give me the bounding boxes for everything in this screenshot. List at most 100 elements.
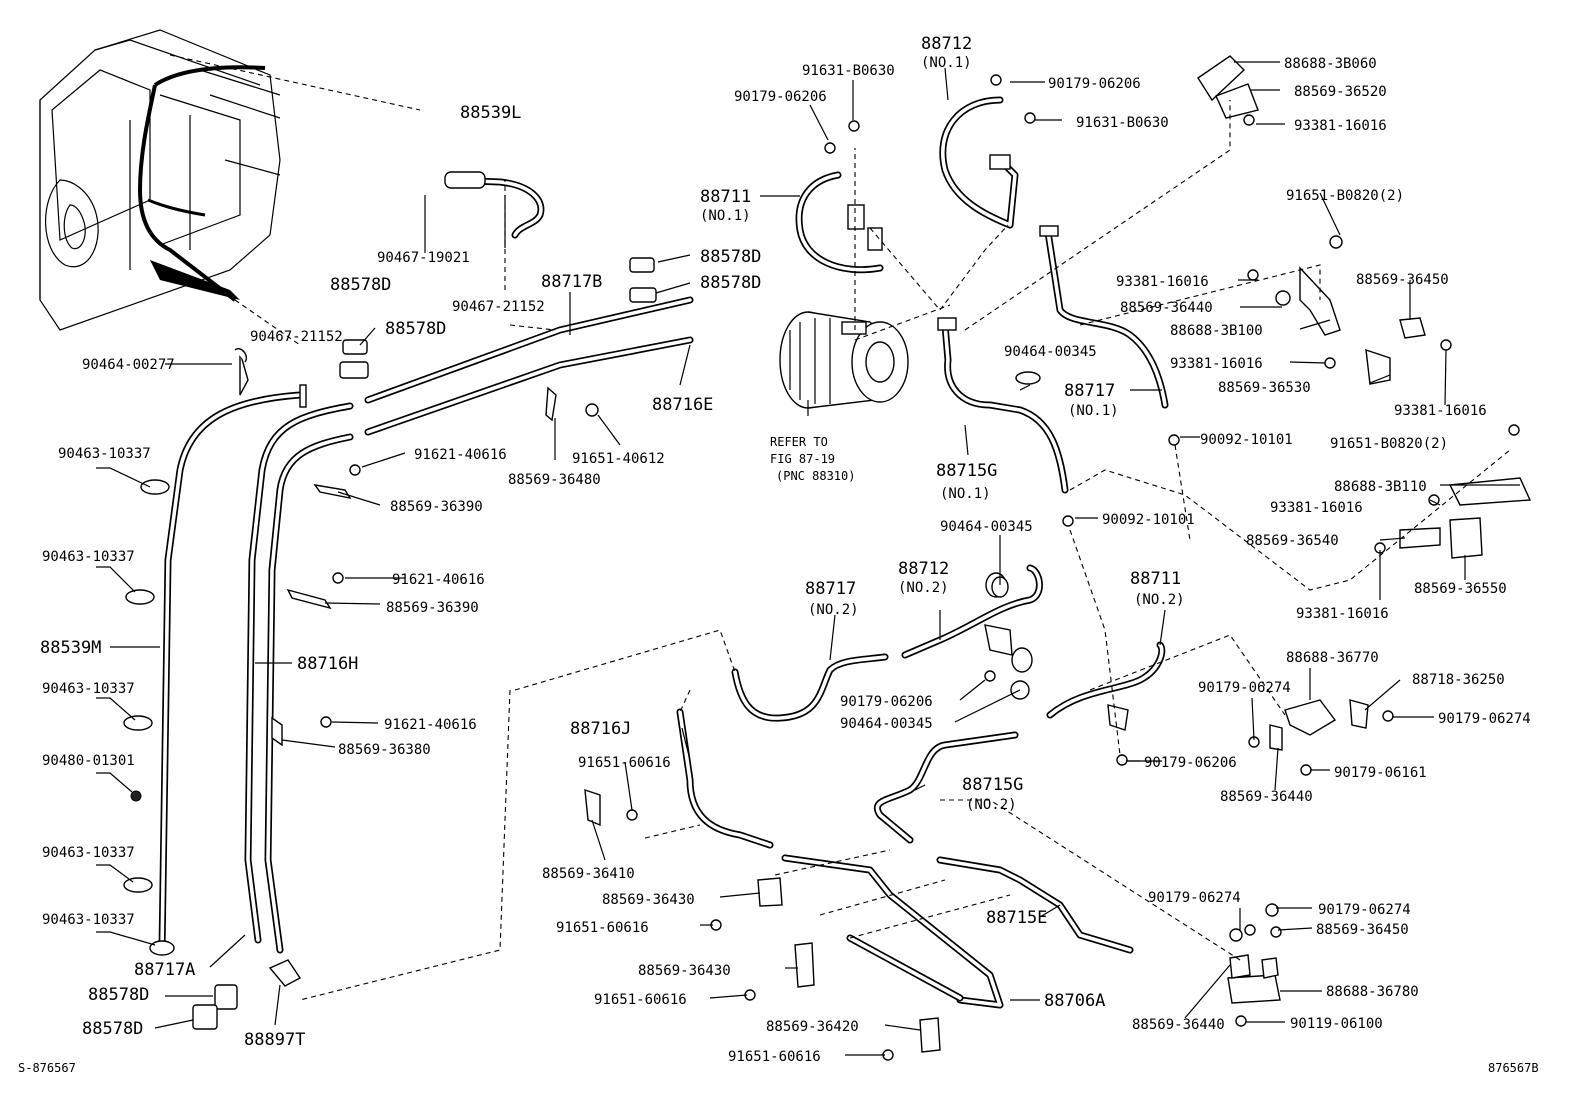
- hose-88706A[interactable]: [781, 854, 1004, 1009]
- label-90463-10337: 90463-10337: [42, 549, 135, 565]
- label-88712-no2: 88712: [898, 559, 949, 579]
- label-90179-06274: 90179-06274: [1148, 890, 1241, 906]
- refer-note-line2: FIG 87-19: [770, 452, 835, 466]
- hose-88539M[interactable]: [158, 391, 304, 954]
- label-88715E: 88715E: [986, 908, 1047, 928]
- label-88717-no1: 88717: [1064, 381, 1115, 401]
- label-90179-06206: 90179-06206: [840, 694, 933, 710]
- label-90179-06274: 90179-06274: [1438, 711, 1531, 727]
- label-88688-3B100: 88688-3B100: [1170, 323, 1263, 339]
- label-93381-16016: 93381-16016: [1296, 606, 1389, 622]
- footer-right-code: 876567B: [1488, 1061, 1539, 1075]
- label-90464-00345: 90464-00345: [1004, 344, 1097, 360]
- label-88717-no2: 88717: [805, 579, 856, 599]
- label-88578D: 88578D: [82, 1019, 143, 1039]
- label-88569-36520: 88569-36520: [1294, 84, 1387, 100]
- hose-88715G-no1[interactable]: [937, 317, 1069, 494]
- label-88716H: 88716H: [297, 654, 358, 674]
- label-90463-10337: 90463-10337: [42, 681, 135, 697]
- hose-88716H[interactable]: [244, 402, 354, 944]
- label-90179-06206: 90179-06206: [1048, 76, 1141, 92]
- label-88569-36430: 88569-36430: [638, 963, 731, 979]
- label-88539L: 88539L: [460, 103, 521, 123]
- hose-88711-no1[interactable]: [795, 171, 884, 274]
- label-90464-00345: 90464-00345: [840, 716, 933, 732]
- label-88711-no2-sub: (NO.2): [1134, 592, 1185, 608]
- footer-left-code: S-876567: [18, 1061, 76, 1075]
- label-90092-10101: 90092-10101: [1200, 432, 1293, 448]
- label-88569-36440: 88569-36440: [1220, 789, 1313, 805]
- hose-88717B[interactable]: [364, 296, 694, 404]
- label-88717-no2-sub: (NO.2): [808, 602, 859, 618]
- label-91651-60616: 91651-60616: [728, 1049, 821, 1065]
- label-90464-00345: 90464-00345: [940, 519, 1033, 535]
- label-88712-no1-sub: (NO.1): [921, 55, 972, 71]
- label-91651-B0820: 91651-B0820(2): [1330, 436, 1448, 452]
- hose-88711-no2[interactable]: [1046, 641, 1166, 731]
- label-88569-36550: 88569-36550: [1414, 581, 1507, 597]
- clips-bottom: [584, 576, 1394, 1061]
- label-90463-10337: 90463-10337: [42, 912, 135, 928]
- label-93381-16016: 93381-16016: [1170, 356, 1263, 372]
- label-88717A: 88717A: [134, 960, 195, 980]
- hose-88715G-no2[interactable]: [874, 731, 1019, 844]
- label-91621-40616: 91621-40616: [414, 447, 507, 463]
- hose-88717A[interactable]: [264, 433, 354, 954]
- label-88716E: 88716E: [652, 395, 713, 415]
- label-93381-16016: 93381-16016: [1270, 500, 1363, 516]
- label-91621-40616: 91621-40616: [392, 572, 485, 588]
- label-88706A: 88706A: [1044, 991, 1105, 1011]
- label-90480-01301: 90480-01301: [42, 753, 135, 769]
- hose-88715E[interactable]: [936, 856, 1134, 954]
- label-88688-36770: 88688-36770: [1286, 650, 1379, 666]
- label-88715G-no1-sub: (NO.1): [940, 486, 991, 502]
- label-88712-no2-sub: (NO.2): [898, 580, 949, 596]
- label-90179-06274: 90179-06274: [1318, 902, 1411, 918]
- label-88539M: 88539M: [40, 638, 101, 658]
- hose-88717-no1[interactable]: [1039, 225, 1169, 409]
- label-88569-36410: 88569-36410: [542, 866, 635, 882]
- part-labels: 88539L 90467-19021 90467-21152 90467-211…: [18, 34, 1539, 1075]
- hose-88539L[interactable]: [444, 171, 545, 239]
- label-90179-06274: 90179-06274: [1198, 680, 1291, 696]
- label-91631-B0630: 91631-B0630: [802, 63, 895, 79]
- label-90179-06161: 90179-06161: [1334, 765, 1427, 781]
- label-88716J: 88716J: [570, 719, 631, 739]
- label-88688-36780: 88688-36780: [1326, 984, 1419, 1000]
- label-90467-19021: 90467-19021: [377, 250, 470, 266]
- label-90463-10337: 90463-10337: [42, 845, 135, 861]
- label-88688-3B060: 88688-3B060: [1284, 56, 1377, 72]
- label-91651-B0820: 91651-B0820(2): [1286, 188, 1404, 204]
- vehicle-outline: [39, 29, 421, 346]
- label-88712-no1: 88712: [921, 34, 972, 54]
- label-88569-36380: 88569-36380: [338, 742, 431, 758]
- label-88569-36450: 88569-36450: [1356, 272, 1449, 288]
- label-91631-B0630: 91631-B0630: [1076, 115, 1169, 131]
- label-90464-00277: 90464-00277: [82, 357, 175, 373]
- refer-note-line3: (PNC 88310): [776, 469, 855, 483]
- label-90179-06206: 90179-06206: [734, 89, 827, 105]
- label-88715G-no1: 88715G: [936, 461, 997, 481]
- hose-88717-no2[interactable]: [731, 653, 889, 722]
- label-88711-no1: 88711: [700, 187, 751, 207]
- label-88569-36430: 88569-36430: [602, 892, 695, 908]
- compressor[interactable]: [779, 311, 909, 409]
- label-93381-16016: 93381-16016: [1294, 118, 1387, 134]
- label-90092-10101: 90092-10101: [1102, 512, 1195, 528]
- reference-dashes: [299, 100, 1511, 1001]
- label-88578D: 88578D: [88, 985, 149, 1005]
- label-90179-06206: 90179-06206: [1144, 755, 1237, 771]
- hose-88716J[interactable]: [676, 708, 774, 849]
- label-88715G-no2: 88715G: [962, 775, 1023, 795]
- label-88578D: 88578D: [700, 273, 761, 293]
- label-88578D: 88578D: [700, 247, 761, 267]
- label-88897T: 88897T: [244, 1030, 305, 1050]
- label-88717B: 88717B: [541, 272, 602, 292]
- label-88569-36530: 88569-36530: [1218, 380, 1311, 396]
- label-88718-36250: 88718-36250: [1412, 672, 1505, 688]
- label-90467-21152: 90467-21152: [250, 329, 343, 345]
- label-93381-16016: 93381-16016: [1394, 403, 1487, 419]
- hose-88716E[interactable]: [364, 336, 694, 436]
- hose-88712-no1[interactable]: [939, 96, 1019, 229]
- label-88569-36390: 88569-36390: [386, 600, 479, 616]
